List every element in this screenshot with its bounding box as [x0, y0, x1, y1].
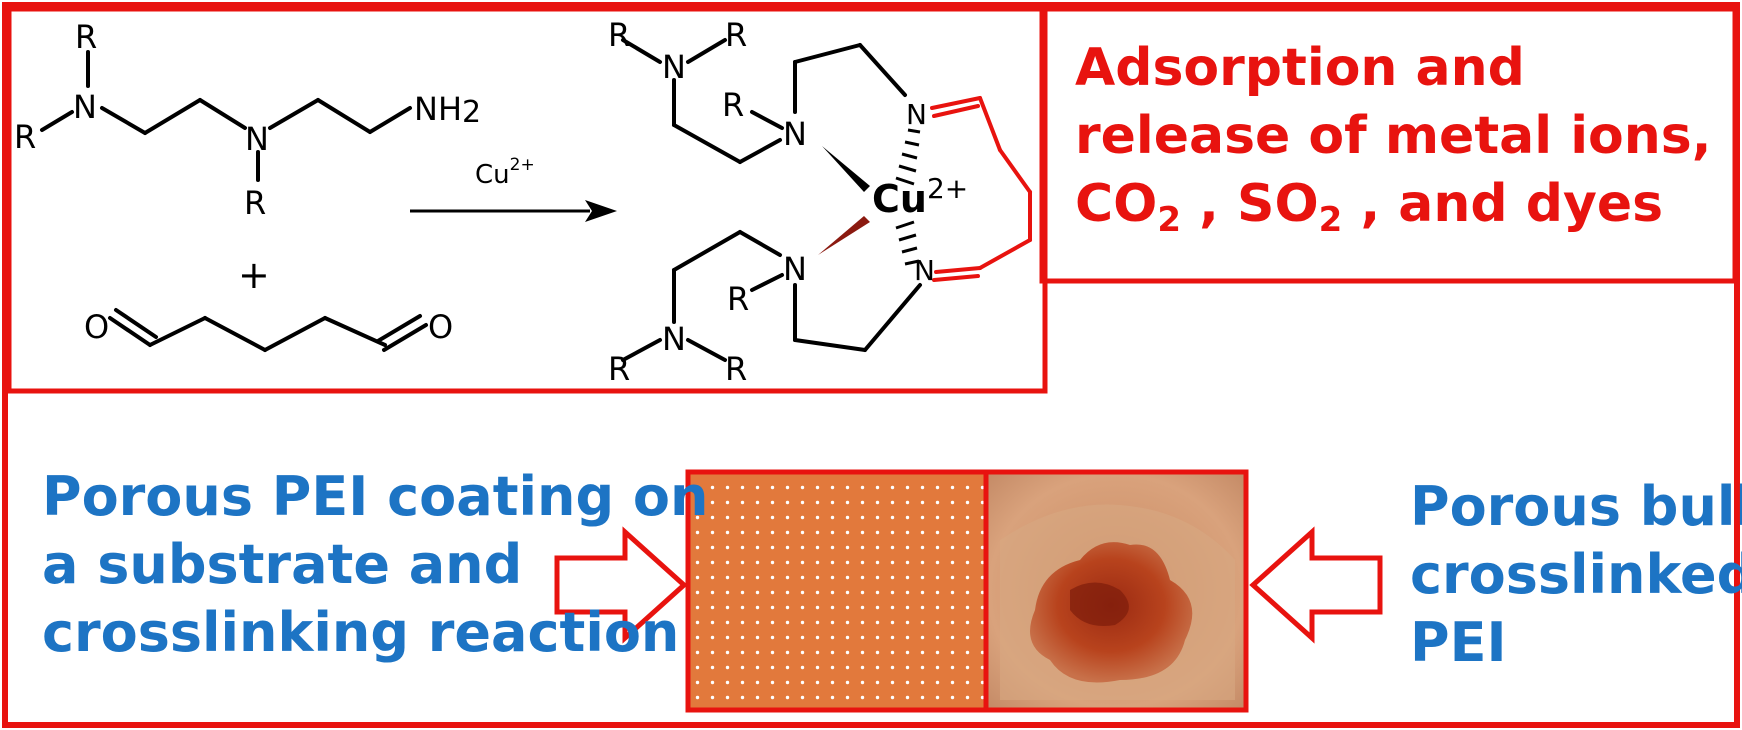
hash-bonds	[895, 128, 921, 266]
coating-dotted-panel	[685, 469, 989, 713]
coating-line1: Porous PEI coating on	[42, 465, 709, 528]
amine-r-top: R	[75, 18, 97, 56]
complex-n4: N	[783, 250, 807, 288]
complex-n6: N	[662, 320, 686, 358]
amine-r-bottom: R	[244, 184, 266, 222]
bulk-line2: crosslinked	[1410, 543, 1742, 606]
complex-r5: R	[608, 350, 630, 388]
bulk-line3: PEI	[1410, 611, 1507, 674]
amine-r-left: R	[14, 118, 36, 156]
reaction-arrow	[410, 200, 617, 222]
reaction-frame	[6, 6, 1048, 394]
amine-nh2: NH2	[414, 90, 481, 130]
reagent-label: Cu2+	[475, 155, 535, 190]
properties-line1: Adsorption and	[1075, 38, 1525, 98]
bulk-arrow	[1249, 526, 1383, 644]
properties-frame	[1039, 6, 1738, 284]
bulk-line1: Porous bulk	[1410, 475, 1742, 538]
amine-reactant	[40, 50, 412, 182]
wedge-bond-bottom	[818, 216, 870, 255]
imine-linker	[930, 96, 1032, 282]
complex-n1: N	[662, 48, 686, 86]
copper-center: Cu2+	[872, 172, 968, 221]
complex-n2: N	[783, 115, 807, 153]
copper-complex	[621, 38, 922, 362]
plus-sign: +	[238, 253, 270, 297]
aldehyde-o-left: O	[84, 308, 109, 346]
complex-n5: N	[914, 254, 935, 287]
glutaraldehyde-reactant	[108, 308, 428, 352]
complex-n3: N	[906, 98, 927, 131]
amine-n1: N	[73, 88, 97, 126]
coating-line3: crosslinking reaction	[42, 601, 680, 664]
properties-line3: CO2 , SO2 , and dyes	[1075, 174, 1664, 240]
complex-r1: R	[608, 16, 630, 54]
amine-n2: N	[245, 120, 269, 158]
complex-r4: R	[727, 280, 749, 318]
properties-text: Adsorption and release of metal ions, CO…	[1075, 34, 1711, 238]
properties-line2: release of metal ions,	[1075, 106, 1712, 166]
coating-description: Porous PEI coating on a substrate and cr…	[42, 463, 708, 667]
coating-arrow	[554, 526, 688, 644]
aldehyde-o-right: O	[428, 308, 453, 346]
complex-r3: R	[722, 86, 744, 124]
complex-r6: R	[725, 350, 747, 388]
complex-r2: R	[725, 16, 747, 54]
coating-line2: a substrate and	[42, 533, 523, 596]
bulk-description: Porous bulk crosslinked PEI	[1410, 473, 1742, 677]
bulk-pei-photo	[983, 469, 1249, 713]
wedge-bond-top	[822, 146, 870, 192]
